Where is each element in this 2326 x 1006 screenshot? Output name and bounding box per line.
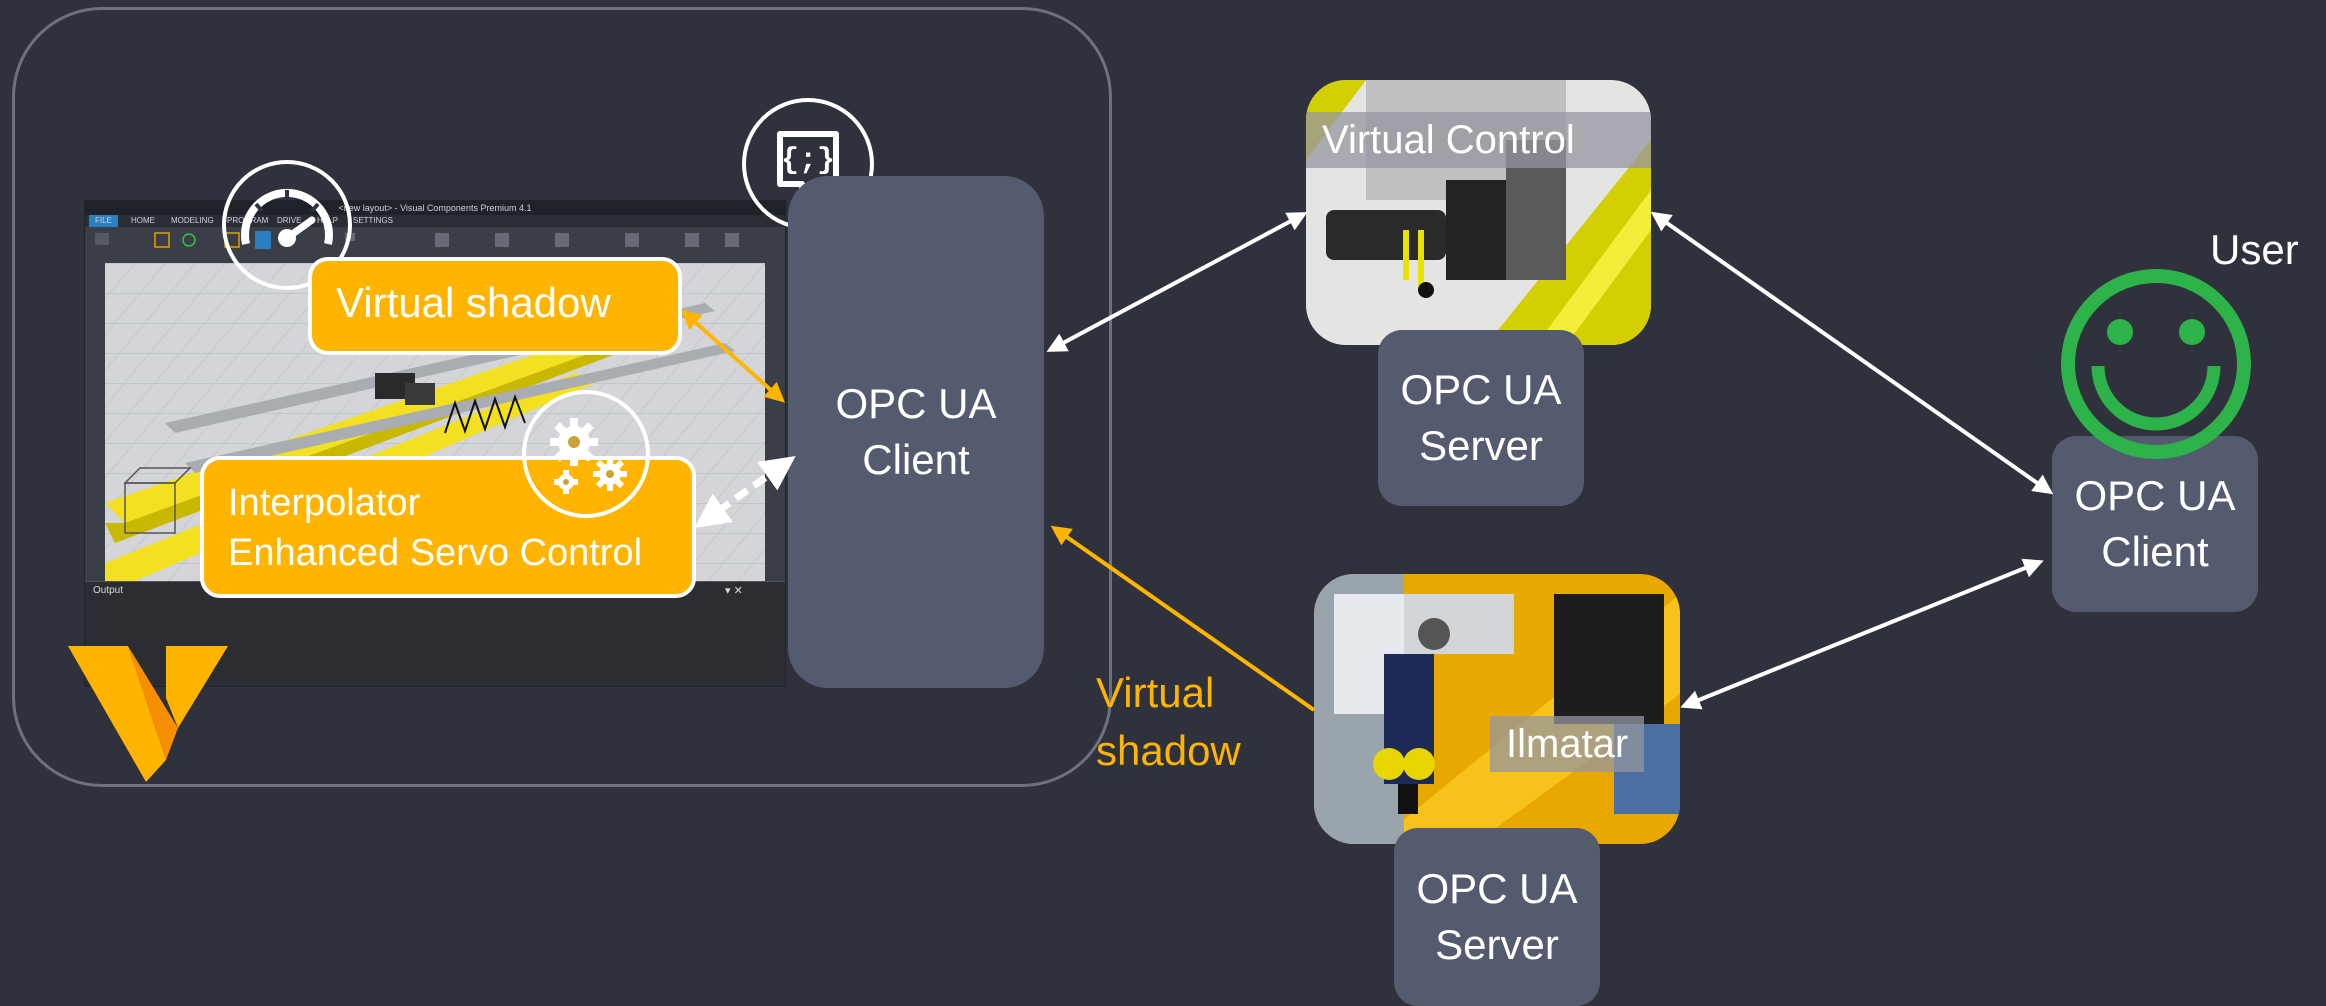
simulation-environment-frame (12, 7, 1112, 787)
screenshot-tab: FILE (89, 215, 118, 227)
user-client-line2: Client (2101, 528, 2209, 575)
arrow-interpolator-client (694, 455, 796, 529)
output-panel-controls: ▾ ✕ (725, 585, 743, 597)
virtual-shadow-box: Virtual shadow (308, 257, 682, 355)
central-client-line2: Client (862, 436, 970, 483)
arrow-ilmatar-user (1680, 558, 2044, 710)
virtual-control-label: Virtual Control (1306, 112, 1651, 168)
screenshot-tab: SETTINGS (353, 216, 394, 225)
ilmatar-server-line1: OPC UA (1416, 865, 1578, 912)
screenshot-left-panel (85, 263, 105, 581)
user-client-line1: OPC UA (2074, 472, 2236, 519)
arrow-virtual-control-user (1650, 211, 2054, 495)
ilmatar-server-line2: Server (1435, 921, 1559, 968)
gauge-icon (222, 160, 352, 290)
smiley-icon (2058, 266, 2254, 462)
virtual-shadow-line1: Virtual (1096, 669, 1215, 716)
virtual-shadow-line2: shadow (1096, 727, 1241, 774)
virtual-control-opc-ua-server: OPC UA Server (1378, 330, 1584, 506)
vc-server-line1: OPC UA (1400, 366, 1562, 413)
ilmatar-opc-ua-server: OPC UA Server (1394, 828, 1600, 1006)
virtual-shadow-link-label: Virtual shadow (1096, 664, 1241, 780)
arrow-virtual-shadow-box (681, 309, 785, 403)
output-panel-label: Output (93, 585, 124, 596)
ilmatar-crane-image: Ilmatar (1314, 574, 1680, 844)
vc-server-line2: Server (1419, 422, 1543, 469)
gears-icon (522, 390, 650, 518)
visual-components-logo (66, 640, 236, 785)
servo-control-label: Enhanced Servo Control (228, 532, 643, 574)
central-client-line1: OPC UA (835, 380, 997, 427)
ilmatar-label: Ilmatar (1490, 716, 1645, 772)
interpolator-label: Interpolator (228, 482, 421, 524)
virtual-control-image: Virtual Control (1306, 80, 1651, 345)
code-icon-glyph: {;} (781, 144, 835, 178)
central-opc-ua-client: OPC UA Client (788, 176, 1044, 688)
screenshot-tab: MODELING (171, 216, 214, 225)
user-label: User (2210, 226, 2299, 273)
arrow-ilmatar-client-shadow (1050, 525, 1316, 712)
arrow-client-virtual-control (1046, 212, 1308, 352)
screenshot-tab: HOME (131, 216, 155, 225)
virtual-shadow-box-label: Virtual shadow (336, 279, 611, 326)
user-opc-ua-client: OPC UA Client (2052, 436, 2258, 612)
